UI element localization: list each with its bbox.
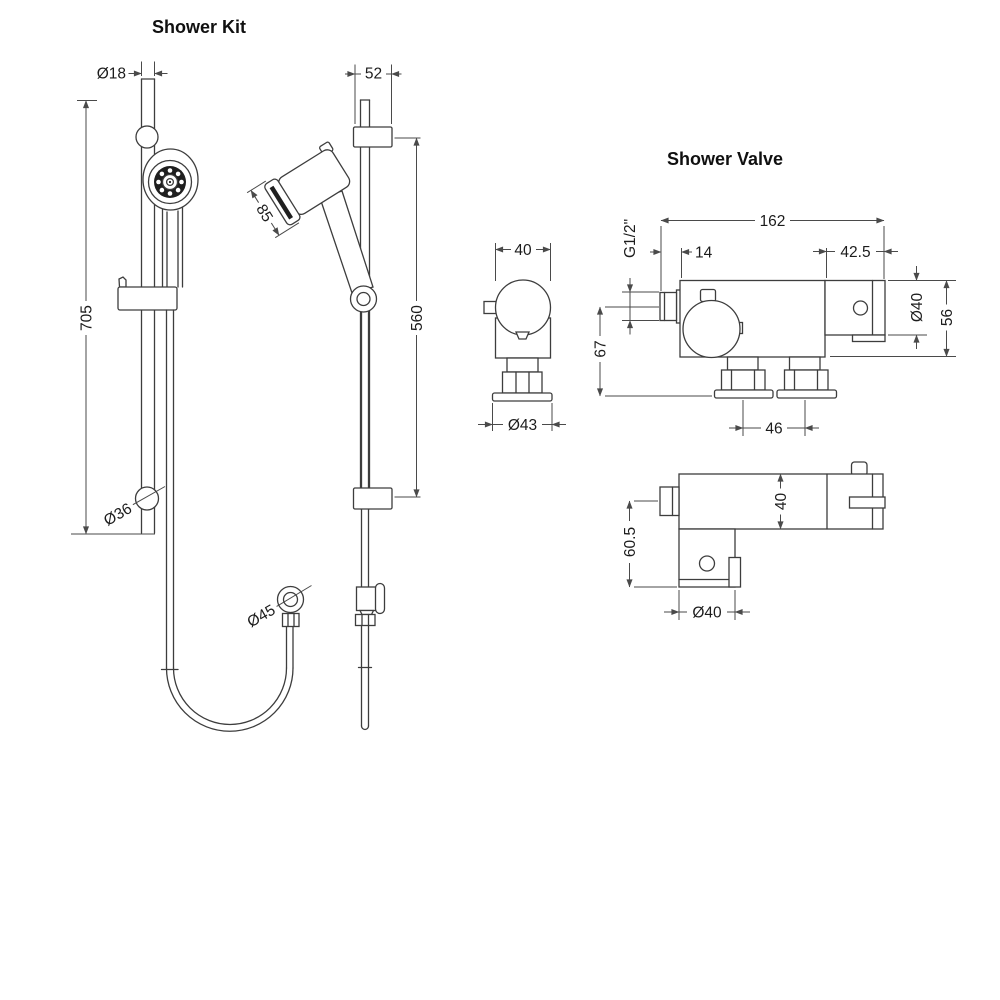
svg-text:Ø40: Ø40 [692,605,722,622]
svg-text:42.5: 42.5 [840,244,870,261]
svg-text:56: 56 [939,309,956,326]
dim-bracket-width: 52 [345,64,402,124]
dim-valve-overall-width: 162 [660,212,885,291]
valve-bottom-outlet [678,528,742,588]
dim-rail-diameter: Ø18 [97,61,168,83]
top-bracket-knob [135,125,159,149]
shower-kit-front-view [117,78,305,732]
valve-front-view [659,279,886,399]
slider-bracket-front [117,276,178,311]
bottom-wall-bracket [352,487,393,510]
dim-valve-inlet-spacing: 46 [729,400,819,438]
hose-fitting-front [276,585,305,628]
svg-text:40: 40 [773,493,790,511]
valve-side-knob [494,279,552,336]
shower-valve-title: Shower Valve [667,149,783,169]
dim-valve-outlet-diameter: Ø40 [888,266,956,349]
valve-inlet-nut-left [713,356,774,399]
svg-text:52: 52 [365,66,382,83]
shower-hose-front [160,309,294,732]
valve-temperature-knob [682,299,741,359]
svg-text:46: 46 [765,421,782,438]
dim-valve-inlet-protrusion: 14 [650,245,713,278]
dim-valve-body-depth: 40 [772,473,790,530]
valve-side-flange [491,392,553,402]
svg-text:60.5: 60.5 [622,527,639,557]
valve-outlet-block [824,279,886,343]
svg-text:Ø18: Ø18 [97,66,126,83]
hose-fitting-side [354,582,386,731]
dim-head-size: 85 [246,180,300,239]
svg-text:162: 162 [760,213,786,230]
svg-text:67: 67 [593,340,610,357]
dim-bracket-spacing: 560 [394,137,426,498]
valve-inlet-nut-right [776,356,838,399]
svg-text:Ø40: Ø40 [909,292,926,322]
svg-text:40: 40 [514,242,532,259]
dim-valve-body-height: 56 [830,280,956,357]
shower-kit-side-view: 85 [246,99,393,731]
dim-valve-flange-diameter: Ø43 [478,403,566,434]
dim-valve-knob-width: 40 [495,241,551,281]
shower-hose-side [360,311,370,588]
dim-valve-inlet-thread: G1/2" [622,219,659,335]
dim-valve-outlet-section-width: 42.5 [813,243,898,278]
handset-handle-front [161,206,184,288]
svg-text:14: 14 [695,245,713,262]
bottom-bracket-knob [134,486,160,511]
shower-kit-title: Shower Kit [152,17,246,37]
valve-bottom-view [659,461,886,588]
dim-rail-length: 705 [71,100,155,535]
handset-handle-side [319,190,374,294]
svg-text:85: 85 [252,202,276,226]
dim-valve-depth: 60.5 [621,500,677,588]
svg-text:Ø43: Ø43 [508,417,537,434]
svg-text:705: 705 [79,305,96,331]
dim-valve-bottom-outlet-diameter: Ø40 [664,590,750,622]
top-wall-bracket [352,126,393,148]
valve-inlet-port [659,291,678,322]
dim-valve-inlet-height: 67 [591,306,712,397]
valve-side-view [483,279,553,402]
handset-pivot [349,285,378,313]
valve-side-nut [501,371,543,394]
handset-head-front [142,148,199,211]
valve-bottom-inlet-cap [659,486,680,517]
svg-text:560: 560 [409,305,426,331]
svg-text:G1/2": G1/2" [622,219,639,258]
handset-head-side: 85 [246,141,351,239]
